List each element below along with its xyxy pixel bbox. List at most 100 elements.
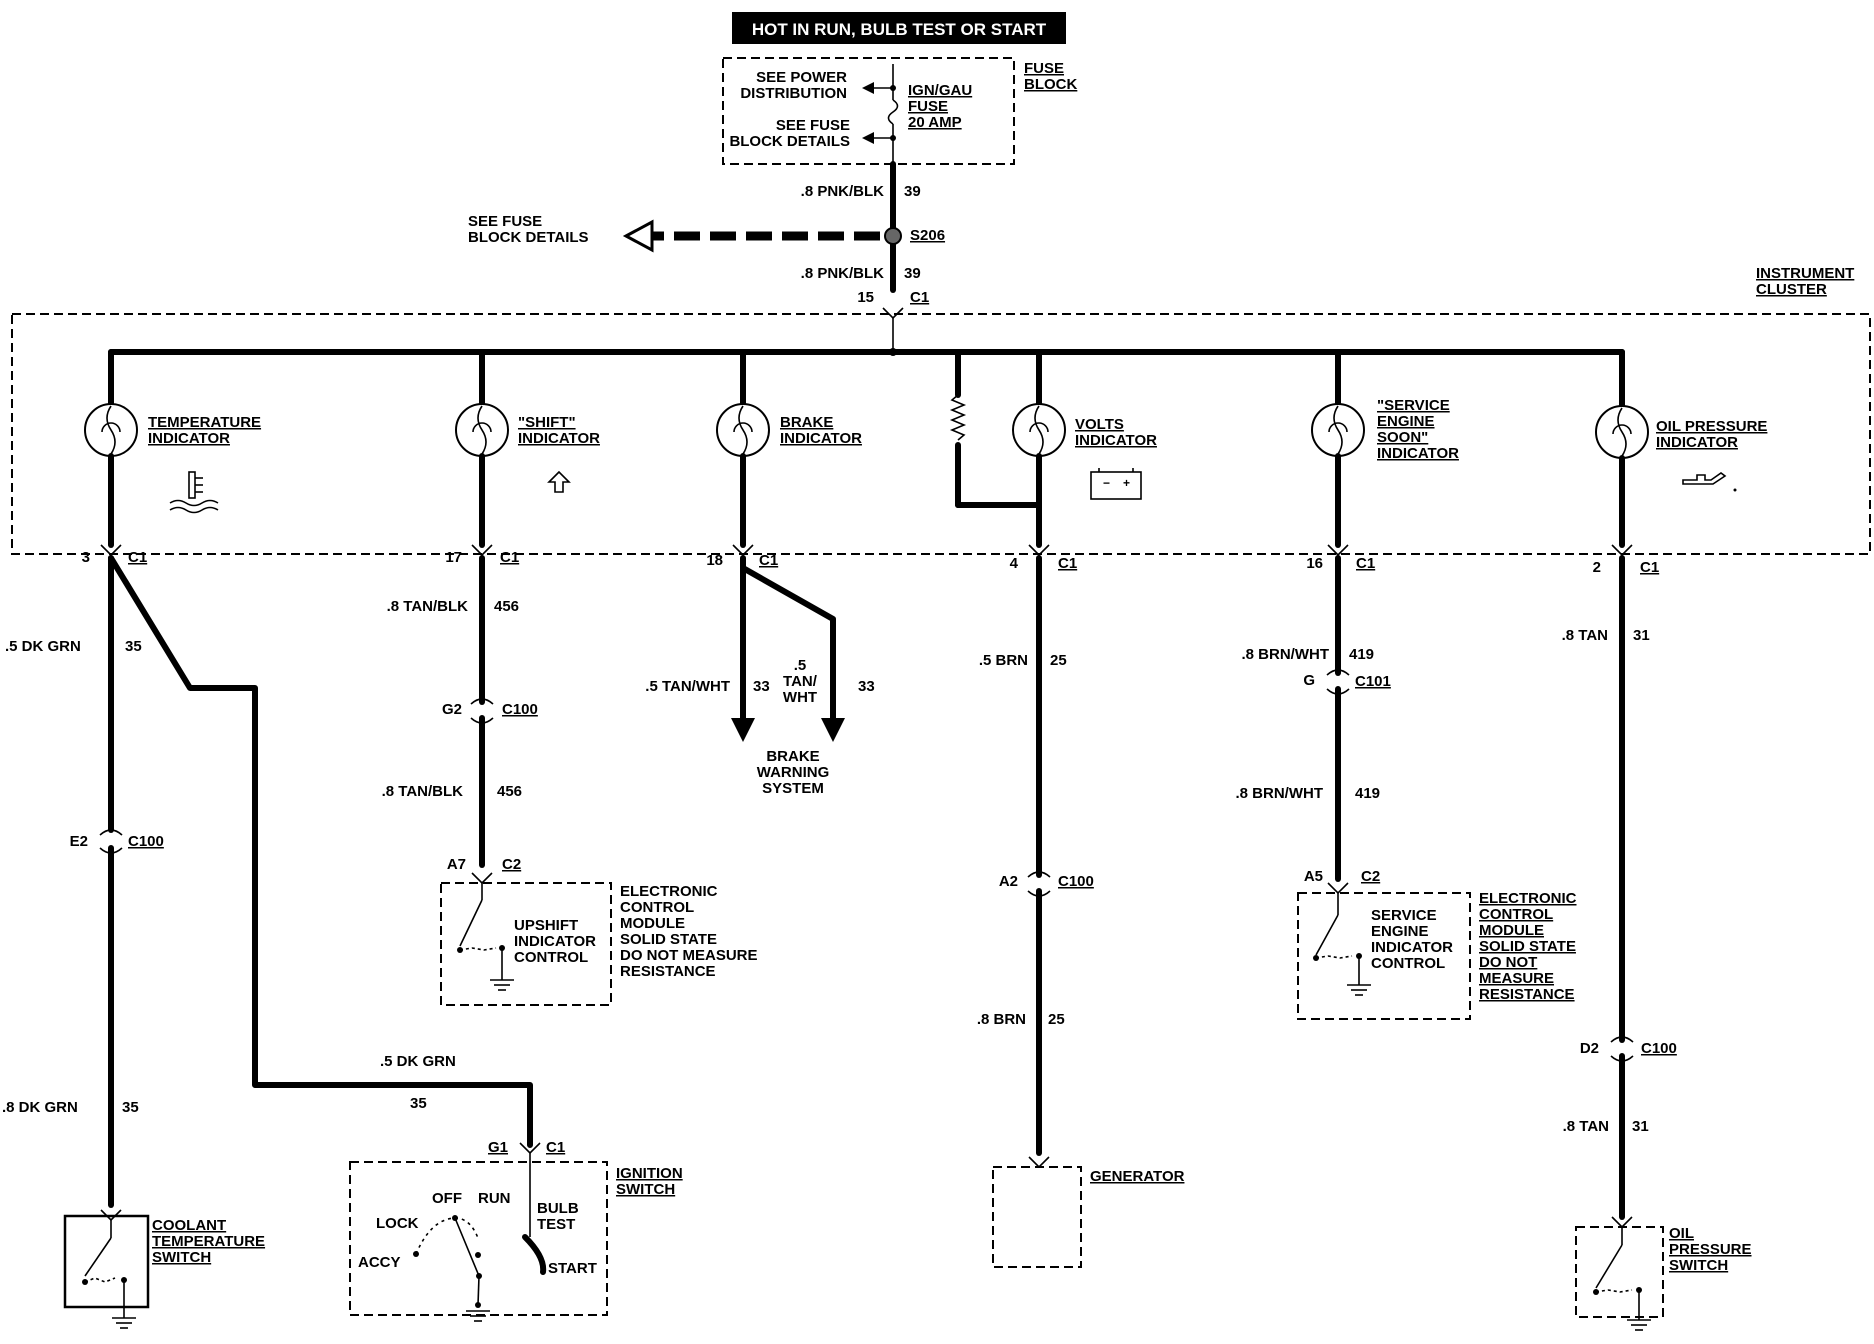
fuse-block-box (722, 57, 1015, 165)
svg-text:.8 DK GRN: .8 DK GRN (2, 1099, 78, 1116)
junction-dot (889, 348, 897, 356)
feed-wire-color: .8 PNK/BLK (801, 183, 885, 200)
svg-text:18: 18 (706, 552, 723, 569)
cluster-pin-15: 15 (857, 289, 874, 306)
svg-text:.8 BRN/WHT: .8 BRN/WHT (1236, 785, 1324, 802)
junction-dot (890, 135, 896, 141)
svg-text:START: START (548, 1260, 597, 1277)
shift-indicator: "SHIFT"INDICATOR (455, 349, 600, 548)
svg-text:G1: G1 (488, 1139, 508, 1156)
svg-text:33: 33 (753, 678, 770, 695)
fuse-element (887, 99, 899, 125)
svg-text:C1: C1 (546, 1139, 565, 1156)
svg-text:2: 2 (1593, 559, 1601, 576)
svg-text:C1: C1 (128, 549, 147, 566)
svg-text:456: 456 (494, 598, 519, 615)
oil-switch-box (1575, 1226, 1664, 1318)
svg-text:3: 3 (82, 549, 90, 566)
svg-text:35: 35 (410, 1095, 427, 1112)
header-title: HOT IN RUN, BULB TEST OR START (752, 20, 1047, 39)
svg-text:C1: C1 (500, 549, 519, 566)
coolant-switch-box (63, 1214, 150, 1309)
svg-text:419: 419 (1355, 785, 1380, 802)
svg-text:.5 DK GRN: .5 DK GRN (380, 1053, 456, 1070)
lower-wire-color: .8 PNK/BLK (801, 265, 885, 282)
feed-circuit: 39 (904, 183, 921, 200)
upshift-ecm-box (440, 882, 612, 1006)
svg-text:4: 4 (1010, 555, 1019, 572)
svg-text:.5 TAN/WHT: .5 TAN/WHT (645, 678, 730, 695)
svg-text:25: 25 (1048, 1011, 1065, 1028)
junction-dot (890, 85, 896, 91)
battery-icon: − + (1090, 468, 1142, 500)
upshift-arrow-icon (547, 470, 571, 493)
svg-text:RUN: RUN (478, 1190, 511, 1207)
resistor-icon (949, 349, 1042, 508)
svg-text:C2: C2 (502, 856, 521, 873)
svg-text:D2: D2 (1580, 1040, 1599, 1057)
svg-text:OFF: OFF (432, 1190, 462, 1207)
svg-text:C100: C100 (1058, 873, 1094, 890)
cluster-conn-c1: C1 (910, 289, 929, 306)
splice-name: S206 (910, 227, 945, 244)
svg-text:A2: A2 (999, 873, 1018, 890)
svg-text:.5 BRN: .5 BRN (979, 652, 1028, 669)
svg-text:C101: C101 (1355, 673, 1391, 690)
svg-text:.8 TAN/BLK: .8 TAN/BLK (387, 598, 469, 615)
svg-text:.8 BRN: .8 BRN (977, 1011, 1026, 1028)
ground-icon (1627, 1316, 1651, 1331)
arrow-left-icon (622, 219, 654, 253)
svg-text:−: − (1103, 476, 1110, 490)
svg-text:C100: C100 (128, 833, 164, 850)
svg-text:.8 TAN: .8 TAN (1563, 1118, 1609, 1135)
arrow-down-icon (731, 718, 755, 742)
ground-icon (112, 1308, 136, 1329)
ground-icon (1347, 980, 1371, 996)
svg-text:16: 16 (1306, 555, 1323, 572)
svg-text:31: 31 (1633, 627, 1650, 644)
svg-text:33: 33 (858, 678, 875, 695)
svg-text:25: 25 (1050, 652, 1067, 669)
svg-text:A5: A5 (1304, 868, 1323, 885)
ground-icon (466, 1310, 490, 1322)
svg-text:C1: C1 (1058, 555, 1077, 572)
svg-text:ACCY: ACCY (358, 1254, 401, 1271)
svg-text:419: 419 (1349, 646, 1374, 663)
temperature-icon (169, 471, 219, 514)
svg-text:C1: C1 (759, 552, 778, 569)
svg-text:G2: G2 (442, 701, 462, 718)
splice-s206 (884, 227, 902, 245)
svg-text:G: G (1303, 672, 1315, 689)
svg-text:A7: A7 (447, 856, 466, 873)
svg-text:C100: C100 (502, 701, 538, 718)
ses-ecm-box (1297, 892, 1471, 1020)
arrow-down-icon (821, 718, 845, 742)
svg-text:E2: E2 (70, 833, 88, 850)
oil-can-icon (1682, 472, 1737, 492)
svg-text:456: 456 (497, 783, 522, 800)
svg-text:.8 TAN: .8 TAN (1562, 627, 1608, 644)
svg-text:C100: C100 (1641, 1040, 1677, 1057)
ground-icon (490, 975, 514, 991)
